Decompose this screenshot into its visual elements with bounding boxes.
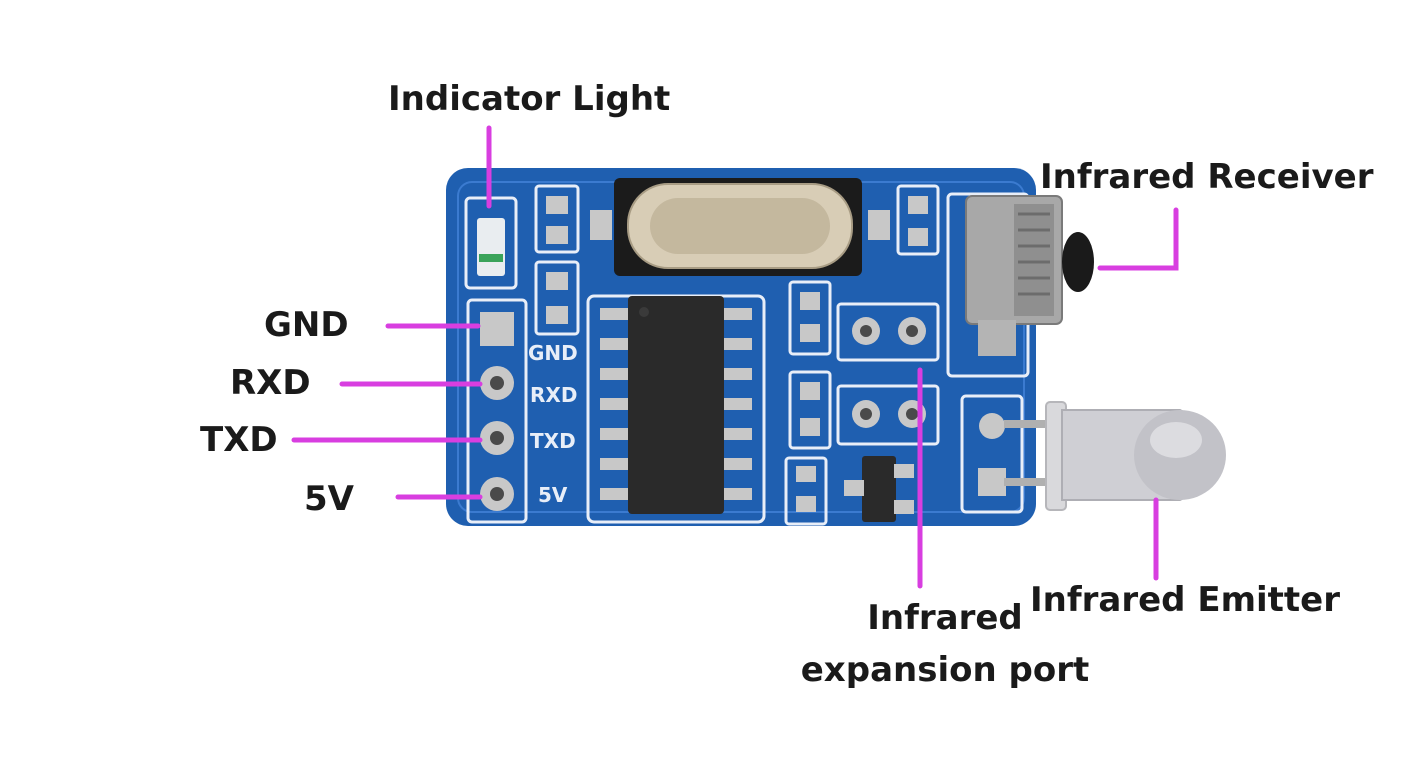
label-infrared-receiver: Infrared Receiver (1040, 157, 1374, 197)
pin-gnd-pad (480, 312, 514, 346)
ic-pins-right (716, 308, 752, 500)
smd-capacitor (896, 184, 940, 256)
main-ic-chip (628, 296, 724, 514)
silk-rxd: RXD (530, 383, 577, 407)
expansion-port-upper-outline (836, 302, 940, 362)
emitter-pad (978, 468, 1006, 496)
infrared-emitter (1004, 401, 1226, 511)
expansion-port-lower-outline (836, 384, 940, 446)
indicator-led (477, 218, 505, 276)
label-infrared-expansion-port: Infrared expansion port (800, 592, 1090, 696)
smd-resistor (534, 184, 580, 254)
label-5v: 5V (304, 479, 354, 519)
silk-5v: 5V (538, 483, 568, 507)
label-infrared-emitter: Infrared Emitter (1030, 580, 1341, 620)
smd-capacitor (788, 280, 832, 356)
label-indicator-light: Indicator Light (388, 79, 671, 119)
label-gnd: GND (264, 305, 349, 345)
silk-txd: TXD (530, 429, 576, 453)
smd-resistor (784, 456, 828, 526)
leader-infrared-receiver (1097, 207, 1179, 271)
label-txd: TXD (200, 420, 278, 460)
label-infrared-expansion-port-line2: expansion port (800, 650, 1090, 690)
transistor (862, 456, 896, 522)
smd-resistor (788, 370, 832, 450)
crystal-pad-right (868, 210, 890, 240)
pin-header-outline (466, 298, 528, 524)
emitter-outline (960, 394, 1024, 514)
pcb-board: GND RXD TXD 5V (446, 168, 1036, 526)
leader-lines (291, 125, 1179, 589)
label-infrared-expansion-port-line1: Infrared (867, 598, 1023, 638)
smd-resistor (534, 260, 580, 336)
crystal-pad-left (590, 210, 612, 240)
emitter-pad (979, 413, 1005, 439)
silk-gnd: GND (528, 341, 578, 365)
infrared-receiver (965, 195, 1094, 356)
ic-pins-left (600, 308, 636, 500)
label-rxd: RXD (230, 363, 311, 403)
